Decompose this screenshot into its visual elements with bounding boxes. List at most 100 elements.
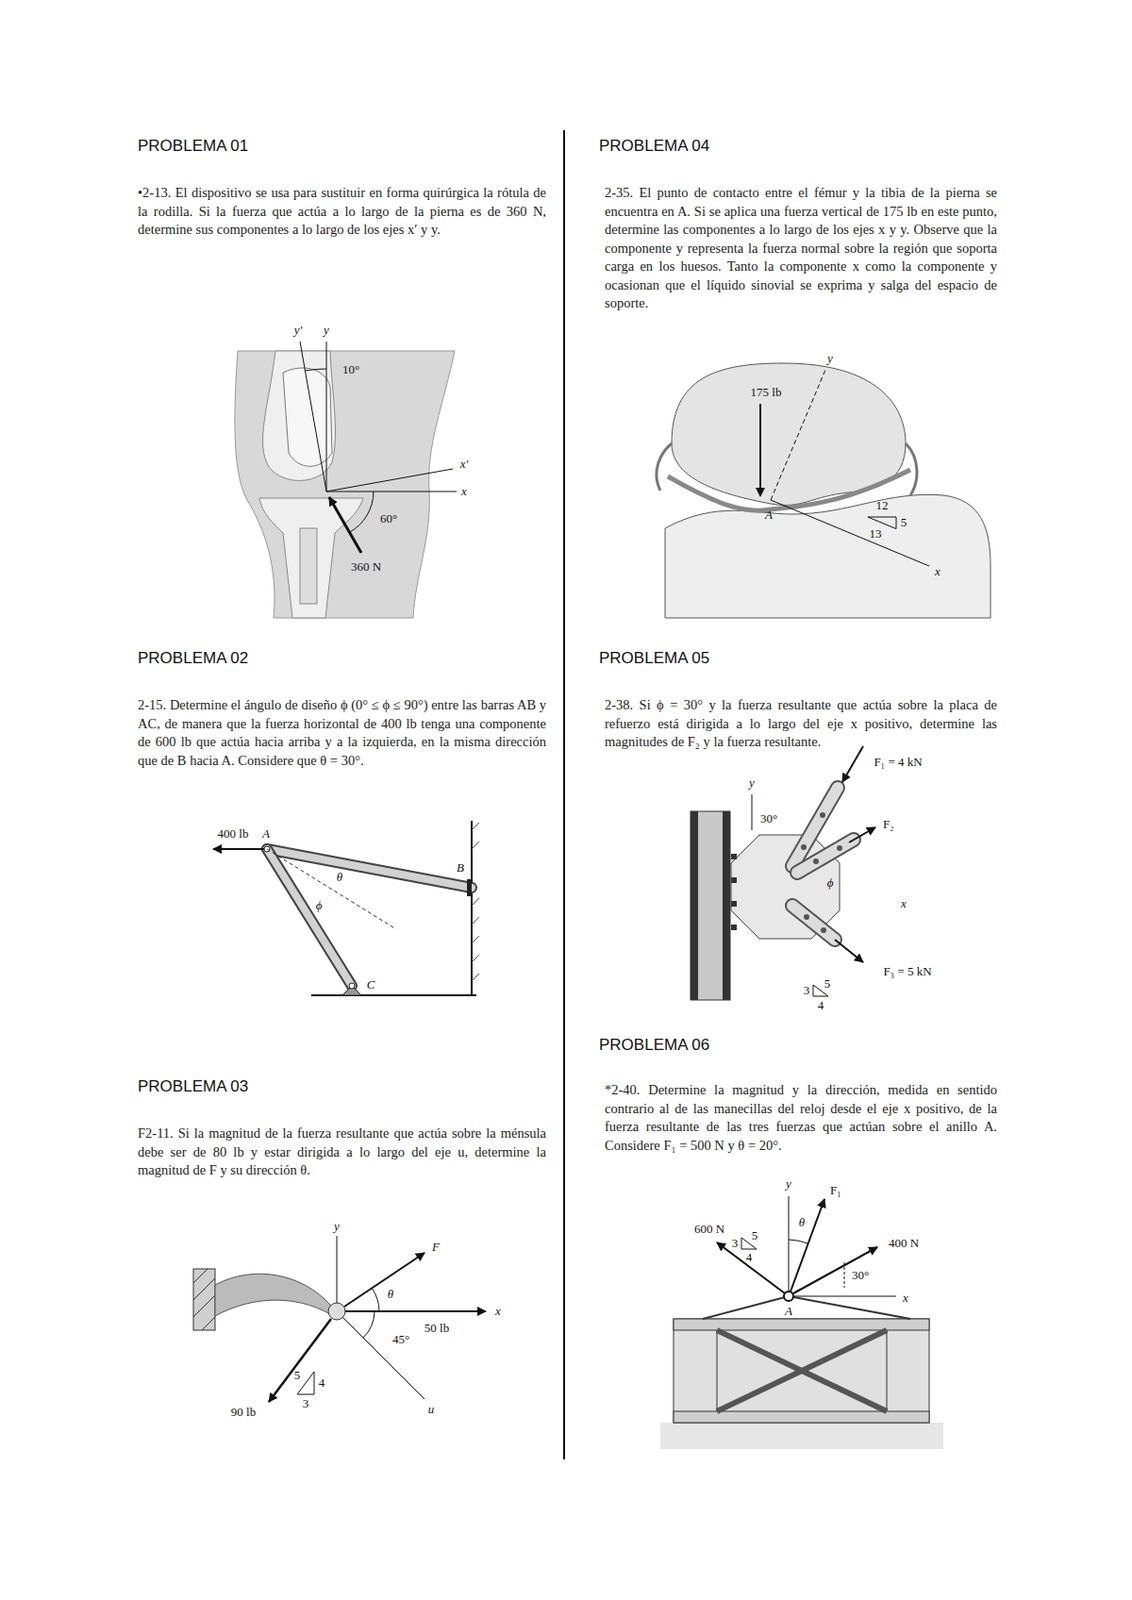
crate-illustration bbox=[660, 1296, 944, 1449]
bracket-forces-part bbox=[268, 1318, 332, 1402]
bar-frame bbox=[213, 820, 480, 996]
gusset-plate-part bbox=[731, 924, 737, 931]
crate-illustration-part bbox=[673, 1318, 930, 1331]
bone-illustration-part bbox=[667, 469, 911, 511]
bone-illustration bbox=[656, 363, 991, 618]
figure-label: 5 bbox=[900, 516, 908, 530]
problem-heading: PROBLEMA 04 bbox=[599, 136, 710, 156]
figure-label: 12 bbox=[876, 499, 889, 513]
knee-illustration-part bbox=[259, 498, 364, 618]
bracket-forces bbox=[268, 1235, 486, 1402]
figure-label: 400 lb bbox=[217, 827, 250, 841]
bracket-figure-part bbox=[193, 1268, 216, 1331]
figure-label: y bbox=[827, 351, 833, 366]
bone-illustration-part bbox=[656, 443, 672, 491]
bar-frame-part bbox=[471, 841, 480, 849]
figure-label: ϕ bbox=[827, 876, 834, 890]
bone-axes-part bbox=[759, 403, 762, 497]
figure-label: 4 bbox=[318, 1376, 326, 1390]
figure-label: x bbox=[900, 897, 907, 911]
figure-label: 60° bbox=[380, 512, 398, 526]
ring-forces-part bbox=[844, 1262, 846, 1288]
gusset-forces bbox=[751, 746, 876, 997]
figure-label: F₁ = 4 kN bbox=[873, 755, 922, 769]
bracket-forces-part bbox=[342, 1316, 425, 1399]
problem-heading: PROBLEMA 01 bbox=[137, 136, 249, 156]
figure-label: θ bbox=[387, 1287, 394, 1301]
knee-axes bbox=[299, 341, 457, 553]
bar-frame-part bbox=[266, 849, 352, 986]
figure-label: x′ bbox=[460, 457, 469, 471]
knee-illustration-part bbox=[234, 350, 455, 618]
bracket-forces-part bbox=[344, 1252, 425, 1307]
figure-label: y bbox=[785, 1177, 792, 1191]
gusset-forces-part bbox=[849, 827, 876, 843]
figure-label: 13 bbox=[869, 527, 883, 541]
gusset-plate-part bbox=[800, 844, 807, 850]
bar-frame-part bbox=[470, 820, 473, 996]
bar-frame-part bbox=[471, 954, 480, 963]
ring-forces-part bbox=[793, 1296, 897, 1298]
gusset-plate-part bbox=[813, 858, 819, 865]
gusset-plate bbox=[690, 787, 854, 1000]
knee-axes-part bbox=[326, 491, 457, 493]
figure-label: x bbox=[934, 565, 941, 579]
gusset-plate-part bbox=[731, 877, 737, 883]
bar-frame-part bbox=[471, 916, 480, 925]
bar-frame-part bbox=[471, 822, 480, 831]
gusset-plate-part bbox=[731, 853, 737, 860]
crate-illustration-part bbox=[702, 1296, 789, 1319]
figure-label: 4 bbox=[817, 998, 825, 1013]
figure-label: 90 lb bbox=[231, 1405, 256, 1419]
figure-label: x bbox=[902, 1291, 909, 1305]
knee-axes-part bbox=[299, 341, 327, 492]
figure-label: 5 bbox=[824, 977, 832, 991]
figure-label: F₃ = 5 kN bbox=[882, 965, 932, 979]
ring-forces-part bbox=[790, 1198, 825, 1292]
ring-forces-part bbox=[783, 1291, 794, 1301]
crate-illustration-part bbox=[660, 1422, 944, 1449]
bracket-figure-part bbox=[215, 1273, 338, 1319]
figure-label: y bbox=[333, 1219, 340, 1233]
problem-statement: 2-38. Si ϕ = 30° y la fuerza resultante … bbox=[604, 696, 998, 752]
crate-illustration-part bbox=[716, 1330, 887, 1412]
gusset-plate-part bbox=[819, 812, 826, 818]
bone-axes bbox=[760, 369, 930, 566]
crate-illustration-part bbox=[673, 1411, 930, 1423]
figure-label: y′ bbox=[294, 323, 303, 337]
problem-statement: •2-13. El dispositivo se usa para sustit… bbox=[137, 183, 547, 240]
figure-label: 3 bbox=[302, 1397, 310, 1411]
bracket-figure-part bbox=[193, 1278, 216, 1300]
figure-label: ϕ bbox=[316, 898, 323, 913]
gusset-plate-part bbox=[690, 811, 699, 1000]
bracket-figure bbox=[193, 1268, 346, 1331]
bracket-forces-part bbox=[336, 1235, 338, 1303]
figure-label: θ bbox=[799, 1215, 805, 1230]
gusset-plate-part bbox=[803, 914, 810, 920]
knee-illustration bbox=[234, 350, 455, 618]
figure-label: 3 bbox=[732, 1236, 739, 1250]
problem-heading: PROBLEMA 05 bbox=[599, 649, 710, 668]
bracket-figure-part bbox=[193, 1268, 208, 1283]
figure-label: x bbox=[495, 1304, 501, 1318]
bone-illustration-part bbox=[905, 443, 917, 496]
problem-heading: PROBLEMA 03 bbox=[137, 1077, 249, 1097]
figure-label: A bbox=[262, 827, 270, 841]
figure-label: A bbox=[765, 508, 773, 522]
crate-illustration-part bbox=[716, 1330, 718, 1412]
problem-statement: F2-11. Si la magnitud de la fuerza resul… bbox=[137, 1124, 547, 1181]
crate-illustration-part bbox=[788, 1296, 911, 1319]
figure-label: A bbox=[784, 1304, 793, 1318]
figure-label: 5 bbox=[751, 1229, 759, 1243]
problem-statement: 2-15. Determine el ángulo de diseño ϕ (0… bbox=[137, 696, 547, 770]
gusset-plate-part bbox=[792, 905, 835, 940]
bar-frame-part bbox=[311, 994, 477, 997]
bracket-figure-part bbox=[193, 1295, 216, 1317]
bracket-forces-part bbox=[345, 1310, 486, 1313]
gusset-plate-part bbox=[797, 839, 854, 873]
bar-frame-part bbox=[471, 935, 480, 944]
gusset-plate-part bbox=[797, 839, 854, 873]
crate-illustration-part bbox=[886, 1330, 888, 1412]
